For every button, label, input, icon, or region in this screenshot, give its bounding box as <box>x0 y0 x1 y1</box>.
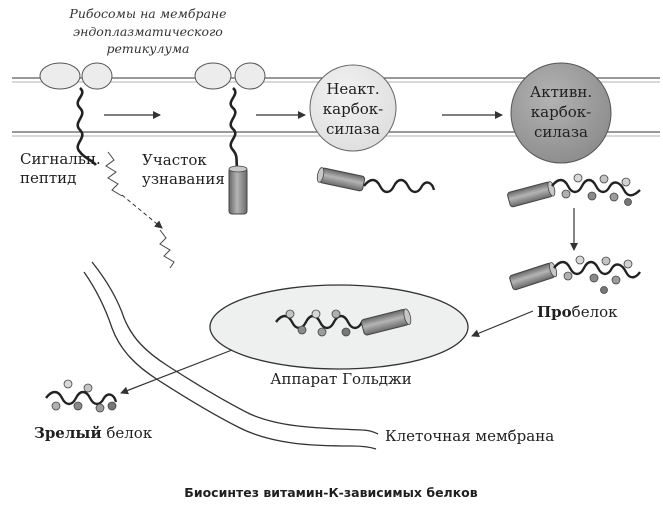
golgi-label: Аппарат Гольджи <box>270 370 412 388</box>
proprotein-label: Пробелок <box>537 303 618 321</box>
recognition-site-cylinder <box>228 165 248 215</box>
golgi-apparatus <box>209 284 469 370</box>
proprotein <box>509 255 641 294</box>
nascent-chain-2 <box>229 87 239 169</box>
inactive-carboxylase <box>309 64 397 152</box>
active-carboxylase-label-3: силаза <box>534 123 588 141</box>
golgi-protein <box>275 308 412 337</box>
recognition-site-label-2: узнавания <box>142 170 225 188</box>
signal-peptide-helix <box>105 151 123 197</box>
signal-peptide-label-1: Сигнальн. <box>20 150 101 168</box>
ribosome-1 <box>39 62 113 90</box>
title-line-2: эндоплазматического <box>73 24 223 39</box>
arrow-to-golgi <box>471 310 534 338</box>
active-carboxylase-label-2: карбок- <box>531 103 591 121</box>
inactive-carboxylase-label-3: силаза <box>326 120 380 138</box>
cell-membrane-label: Клеточная мембрана <box>385 427 554 445</box>
title-line-3: ретикулума <box>106 41 189 56</box>
active-carboxylase <box>510 62 612 164</box>
mature-protein <box>45 379 118 413</box>
inactive-carboxylase-label-1: Неакт. <box>326 80 379 98</box>
signal-peptide-label-2: пептид <box>20 169 76 187</box>
recognition-site-label-1: Участок <box>142 151 207 169</box>
title-line-1: Рибосомы на мембране <box>68 6 226 21</box>
inactive-carboxylase-label-2: карбок- <box>323 100 383 118</box>
cleaved-peptide-icon <box>159 229 175 269</box>
ribosome-2 <box>194 62 266 90</box>
cell-membrane <box>83 261 379 450</box>
dashed-arrow <box>121 194 163 229</box>
mature-protein-label: Зрелый белок <box>34 424 153 442</box>
protein-inactive <box>316 167 436 194</box>
caption: Биосинтез витамин-К-зависимых белков <box>184 485 477 500</box>
active-carboxylase-label-1: Активн. <box>530 83 592 101</box>
protein-active <box>507 173 641 208</box>
nascent-chain-1 <box>76 87 98 166</box>
